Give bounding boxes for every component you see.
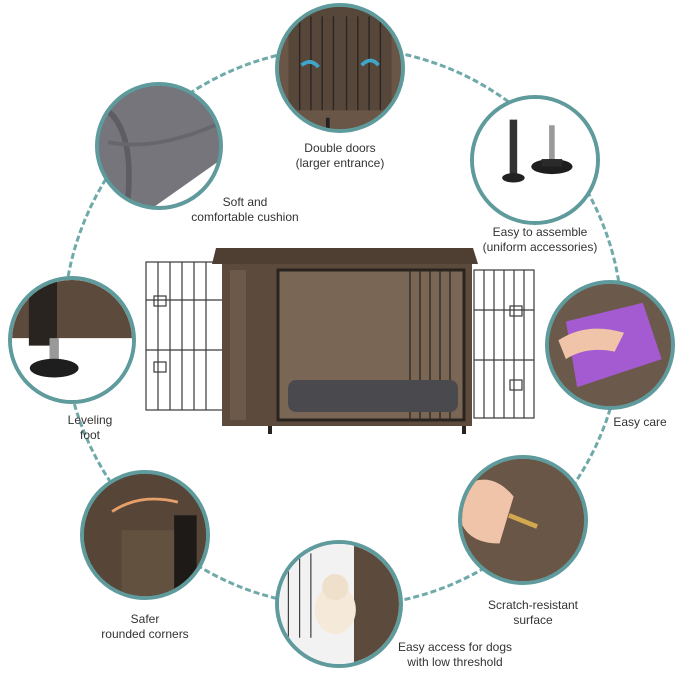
assemble-caption: Easy to assemble (uniform accessories): [482, 225, 598, 254]
scratch-resistant-caption: Scratch-resistant surface: [487, 598, 579, 627]
easy-access-caption: Easy access for dogs with low threshold: [397, 640, 513, 669]
dog-crate-illustration: [138, 240, 538, 440]
leveling-foot-caption: Leveling foot: [67, 413, 113, 442]
dog-access-photo: [275, 540, 403, 668]
double-doors-photo: [275, 3, 405, 133]
cushion-photo: [95, 82, 223, 210]
cushion-caption: Soft and comfortable cushion: [191, 195, 299, 224]
leveling-foot-photo: [8, 276, 136, 404]
assembly-hardware-photo: [470, 95, 600, 225]
easy-care-caption: Easy care: [613, 415, 667, 429]
rounded-corners-caption: Safer rounded corners: [101, 612, 189, 641]
scratch-test-photo: [458, 455, 588, 585]
rounded-corner-photo: [80, 470, 210, 600]
double-doors-caption: Double doors (larger entrance): [295, 141, 385, 170]
easy-care-photo: [545, 280, 675, 410]
